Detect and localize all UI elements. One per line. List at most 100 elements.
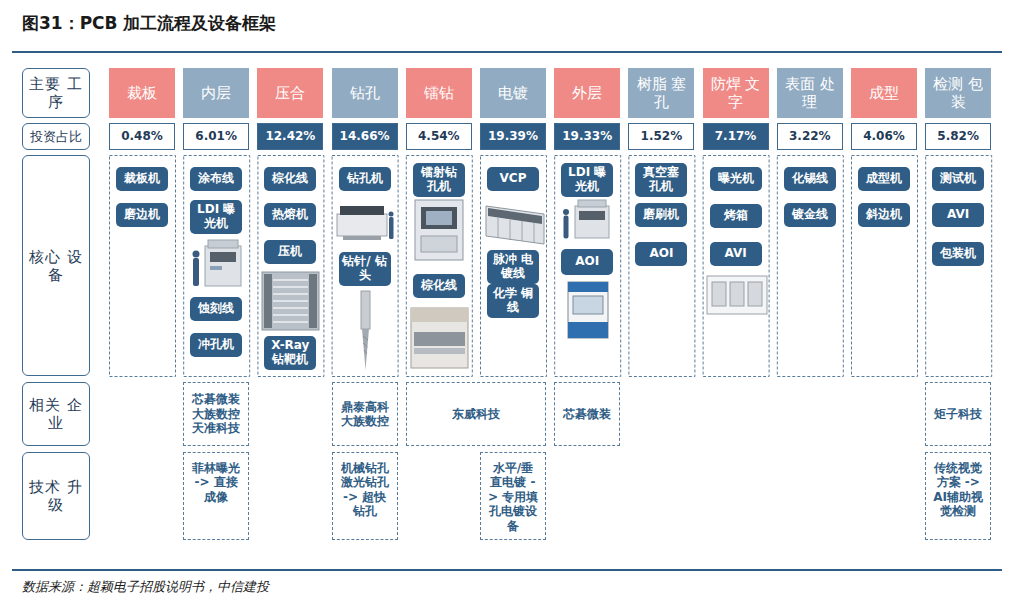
- row-label: 相关 企业: [22, 382, 90, 446]
- process-header: 裁板: [109, 68, 175, 118]
- equipment-button: 热熔机: [264, 203, 316, 227]
- text-stack: 水平/垂直电镀 -> 专用填孔电镀设备: [487, 461, 539, 533]
- node-text: 烤箱: [724, 209, 748, 223]
- text-stack: 检测 包装: [931, 75, 985, 111]
- node-text: 技术 升级: [27, 478, 85, 514]
- node-text: 钻针/ 钻头: [342, 255, 388, 283]
- text-stack: LDI 曝光机: [193, 203, 239, 231]
- equipment-button: 棕化线: [264, 167, 316, 191]
- text-stack: 19.39%: [488, 130, 538, 143]
- equipment-button: 涂布线: [190, 167, 242, 191]
- equipment-button: 棕化线: [413, 274, 465, 298]
- investment-share: 4.54%: [406, 123, 472, 150]
- equipment-button: 镀金线: [784, 203, 836, 227]
- operator-head: [389, 212, 394, 217]
- machine-door: [730, 282, 744, 306]
- node-text: 5.82%: [937, 130, 979, 143]
- equipment-frame: [184, 156, 250, 377]
- node-text: 4.06%: [863, 130, 905, 143]
- investment-share: 7.17%: [703, 123, 769, 150]
- process-header: 树脂 塞孔: [628, 68, 694, 118]
- equipment-button: 包装机: [932, 242, 984, 266]
- row-label: 投资占比: [22, 123, 90, 150]
- node-text: 蚀刻线: [198, 302, 234, 316]
- node-text: 主要 工序: [27, 75, 85, 111]
- equipment-button: 蚀刻线: [190, 297, 242, 321]
- node-text: X-Ray 钻靶机: [267, 339, 313, 367]
- text-stack: 化锡线: [792, 172, 828, 186]
- text-stack: 防焊 文字: [709, 75, 763, 111]
- equipment-frame: [332, 156, 398, 377]
- text-stack: 菲林曝光 -> 直接成像: [190, 461, 242, 504]
- text-stack: 芯碁微装: [563, 407, 611, 421]
- node-text: 磨刷机: [643, 208, 679, 222]
- equipment-frame: [258, 156, 324, 377]
- text-stack: 4.06%: [863, 130, 905, 143]
- equipment-frame: [777, 156, 843, 377]
- node-text: 鼎泰高科 大族数控: [339, 400, 391, 429]
- text-stack: VCP: [500, 172, 527, 186]
- equipment-frame: [926, 156, 992, 377]
- operator-body: [389, 217, 394, 239]
- company-box: 矩子科技: [925, 382, 991, 446]
- node-text: 压合: [275, 84, 305, 102]
- node-text: 热熔机: [272, 208, 308, 222]
- line-top: [488, 208, 542, 224]
- text-stack: 4.54%: [418, 130, 460, 143]
- equipment-button: AVI: [710, 242, 762, 266]
- node-text: 4.54%: [418, 130, 460, 143]
- text-stack: 内层: [201, 84, 231, 102]
- machine-body: [337, 214, 387, 236]
- node-text: 电镀: [498, 84, 528, 102]
- press-column: [309, 274, 317, 328]
- node-text: AVI: [947, 208, 969, 222]
- text-stack: 鼎泰高科 大族数控: [339, 400, 391, 429]
- upgrade-box: 传统视觉方案 -> AI辅助视觉检测: [925, 452, 991, 540]
- machine-top: [208, 240, 238, 248]
- text-stack: AVI: [947, 208, 969, 222]
- text-stack: LDI 曝光机: [564, 166, 610, 194]
- equipment-frames: [110, 156, 992, 377]
- company-box: 东威科技: [406, 382, 546, 446]
- text-stack: 棕化线: [272, 172, 308, 186]
- machine-top: [578, 200, 606, 207]
- investment-share: 5.82%: [925, 123, 991, 150]
- text-stack: 传统视觉方案 -> AI辅助视觉检测: [932, 461, 984, 519]
- process-header: 外层: [554, 68, 620, 118]
- text-stack: 电镀: [498, 84, 528, 102]
- text-stack: 化学 铜线: [490, 287, 536, 315]
- text-stack: 7.17%: [715, 130, 757, 143]
- investment-share: 4.06%: [851, 123, 917, 150]
- node-text: 7.17%: [715, 130, 757, 143]
- node-text: AVI: [724, 247, 746, 261]
- text-stack: 12.42%: [265, 130, 315, 143]
- company-box: 鼎泰高科 大族数控: [332, 382, 398, 446]
- node-text: 3.22%: [789, 130, 831, 143]
- node-text: 镀金线: [792, 208, 828, 222]
- text-stack: 镭射钻 孔机: [416, 166, 462, 194]
- node-text: 磨边机: [124, 208, 160, 222]
- aoi-machine-picture: [568, 282, 608, 338]
- process-header: 成型: [851, 68, 917, 118]
- ldi-machine-picture: [563, 200, 609, 239]
- press-picture: [262, 272, 319, 330]
- node-text: 测试机: [940, 172, 976, 186]
- investment-share: 19.33%: [554, 123, 620, 150]
- node-text: 东威科技: [452, 407, 500, 421]
- figure-title: 图31：PCB 加工流程及设备框架: [22, 12, 276, 35]
- text-stack: AVI: [724, 247, 746, 261]
- text-stack: 镀金线: [792, 208, 828, 222]
- text-stack: 外层: [572, 84, 602, 102]
- upgrade-box: 菲林曝光 -> 直接成像: [183, 452, 249, 540]
- drilling-machine-picture: [337, 206, 394, 240]
- laser-drill-picture: [415, 200, 463, 260]
- node-text: 菲林曝光 -> 直接成像: [190, 461, 242, 504]
- node-text: AOI: [649, 247, 673, 261]
- equipment-button: AOI: [635, 242, 687, 266]
- text-stack: 热熔机: [272, 208, 308, 222]
- equipment-button: AVI: [932, 203, 984, 227]
- node-text: 19.39%: [488, 130, 538, 143]
- text-stack: 主要 工序: [27, 75, 85, 111]
- machine-door: [748, 282, 762, 306]
- text-stack: 棕化线: [421, 279, 457, 293]
